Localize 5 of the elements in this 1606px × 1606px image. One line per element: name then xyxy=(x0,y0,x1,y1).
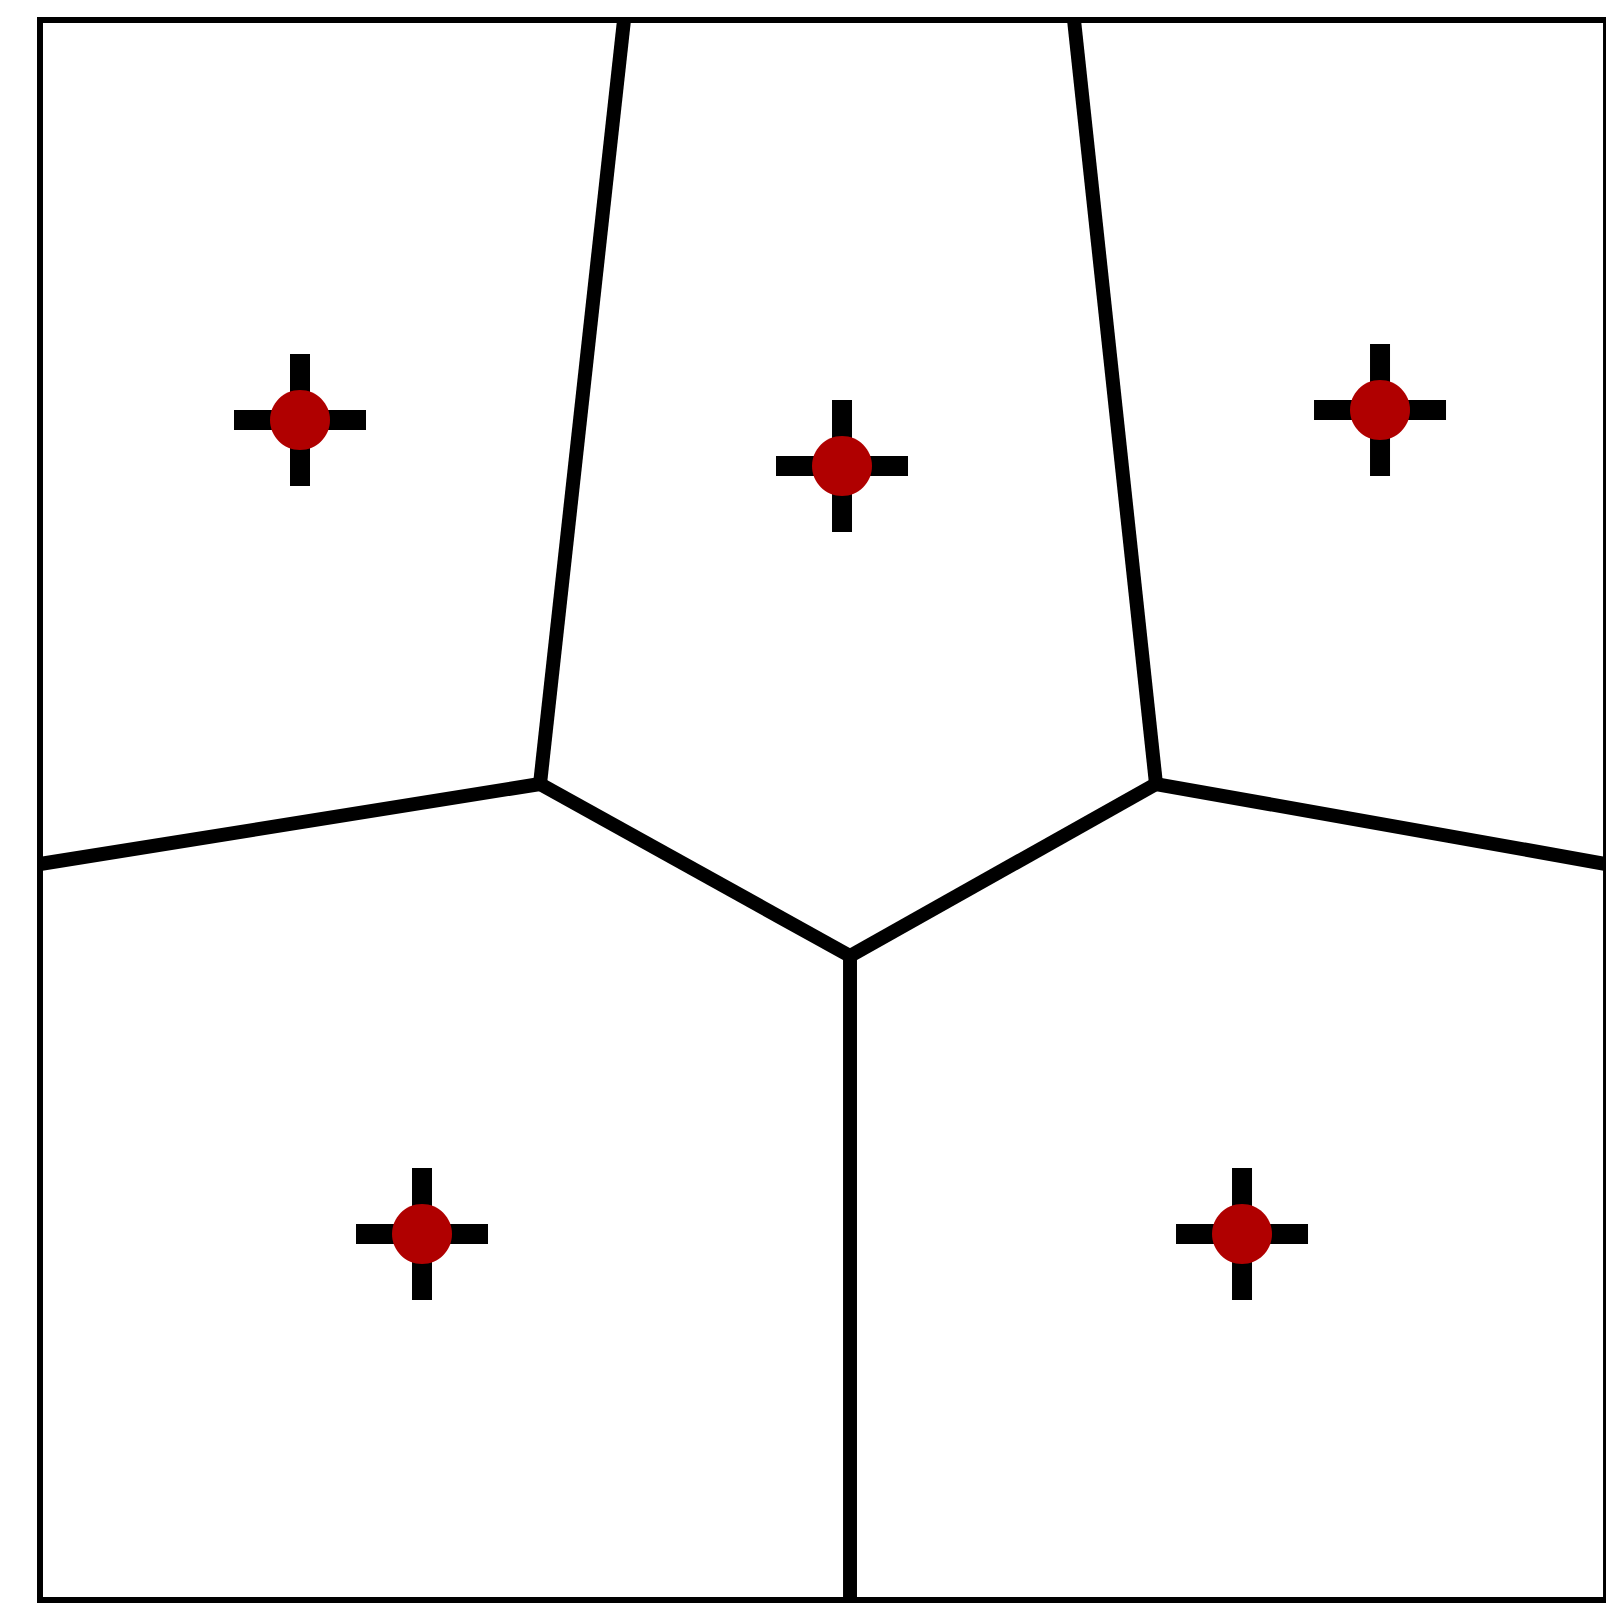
site-marker xyxy=(234,354,366,486)
site-marker xyxy=(776,400,908,532)
site-marker xyxy=(1176,1168,1308,1300)
site-marker xyxy=(1314,344,1446,476)
site-marker xyxy=(356,1168,488,1300)
